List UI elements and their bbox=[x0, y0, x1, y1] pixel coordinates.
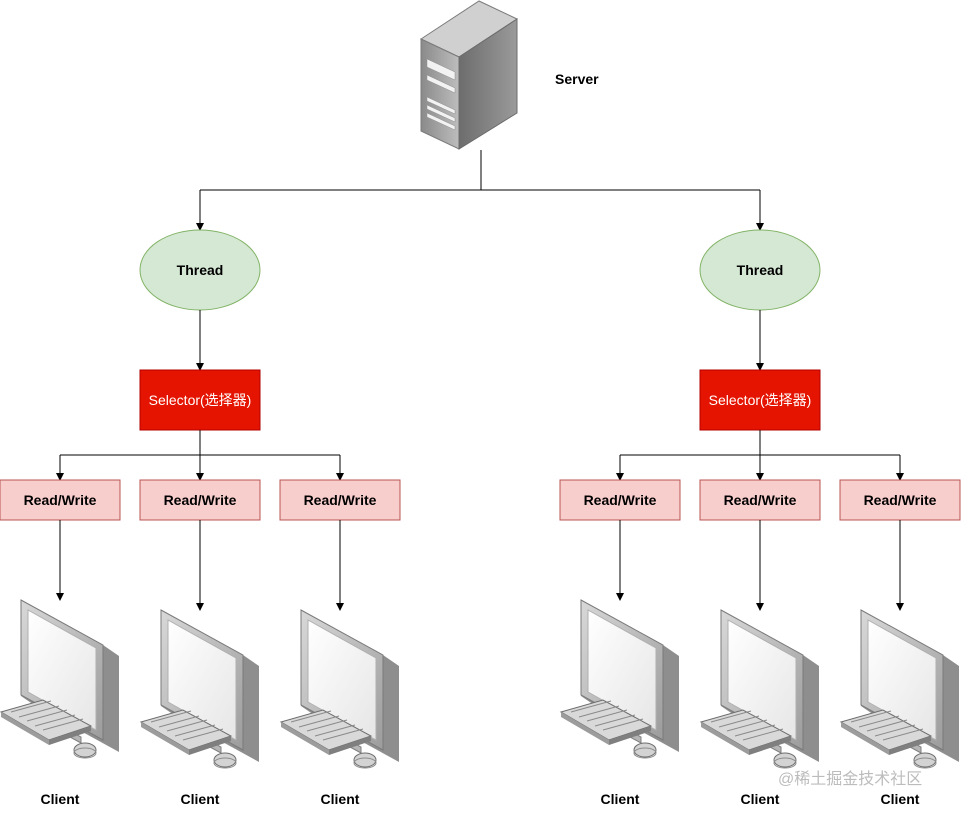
branch-right: Thread Selector(选择器) Read/Write Read/Wri… bbox=[559, 229, 961, 807]
client-computer-icon bbox=[700, 609, 820, 769]
server-connectors bbox=[196, 150, 764, 231]
watermark: @稀土掘金技术社区 bbox=[778, 770, 922, 788]
rw-label: Read/Write bbox=[584, 492, 657, 508]
client-label: Client bbox=[601, 791, 640, 807]
selector-label: Selector(选择器) bbox=[709, 392, 812, 408]
thread-label: Thread bbox=[177, 262, 224, 278]
rw-label: Read/Write bbox=[304, 492, 377, 508]
server-icon bbox=[419, 0, 519, 150]
rw-node: Read/Write bbox=[0, 479, 121, 521]
rw-node: Read/Write bbox=[139, 479, 261, 521]
selector-label: Selector(选择器) bbox=[149, 392, 252, 408]
client-label: Client bbox=[741, 791, 780, 807]
rw-label: Read/Write bbox=[24, 492, 97, 508]
client-label: Client bbox=[881, 791, 920, 807]
client-computer-icon bbox=[840, 609, 960, 769]
server-label: Server bbox=[555, 71, 599, 87]
selector-node bbox=[139, 369, 261, 431]
rw-label: Read/Write bbox=[164, 492, 237, 508]
rw-label: Read/Write bbox=[864, 492, 937, 508]
client-computer-icon bbox=[560, 599, 680, 759]
client-label: Client bbox=[321, 791, 360, 807]
client-label: Client bbox=[181, 791, 220, 807]
thread-label: Thread bbox=[737, 262, 784, 278]
client-computer-icon bbox=[140, 609, 260, 769]
rw-node: Read/Write bbox=[699, 479, 821, 521]
rw-node: Read/Write bbox=[839, 479, 961, 521]
rw-label: Read/Write bbox=[724, 492, 797, 508]
rw-node: Read/Write bbox=[279, 479, 401, 521]
client-label: Client bbox=[41, 791, 80, 807]
selector-node bbox=[699, 369, 821, 431]
rw-node: Read/Write bbox=[559, 479, 681, 521]
branch-left: Thread Selector(选择器) Read/Write Read/Wri… bbox=[0, 229, 401, 807]
client-computer-icon bbox=[280, 609, 400, 769]
client-computer-icon bbox=[0, 599, 120, 759]
